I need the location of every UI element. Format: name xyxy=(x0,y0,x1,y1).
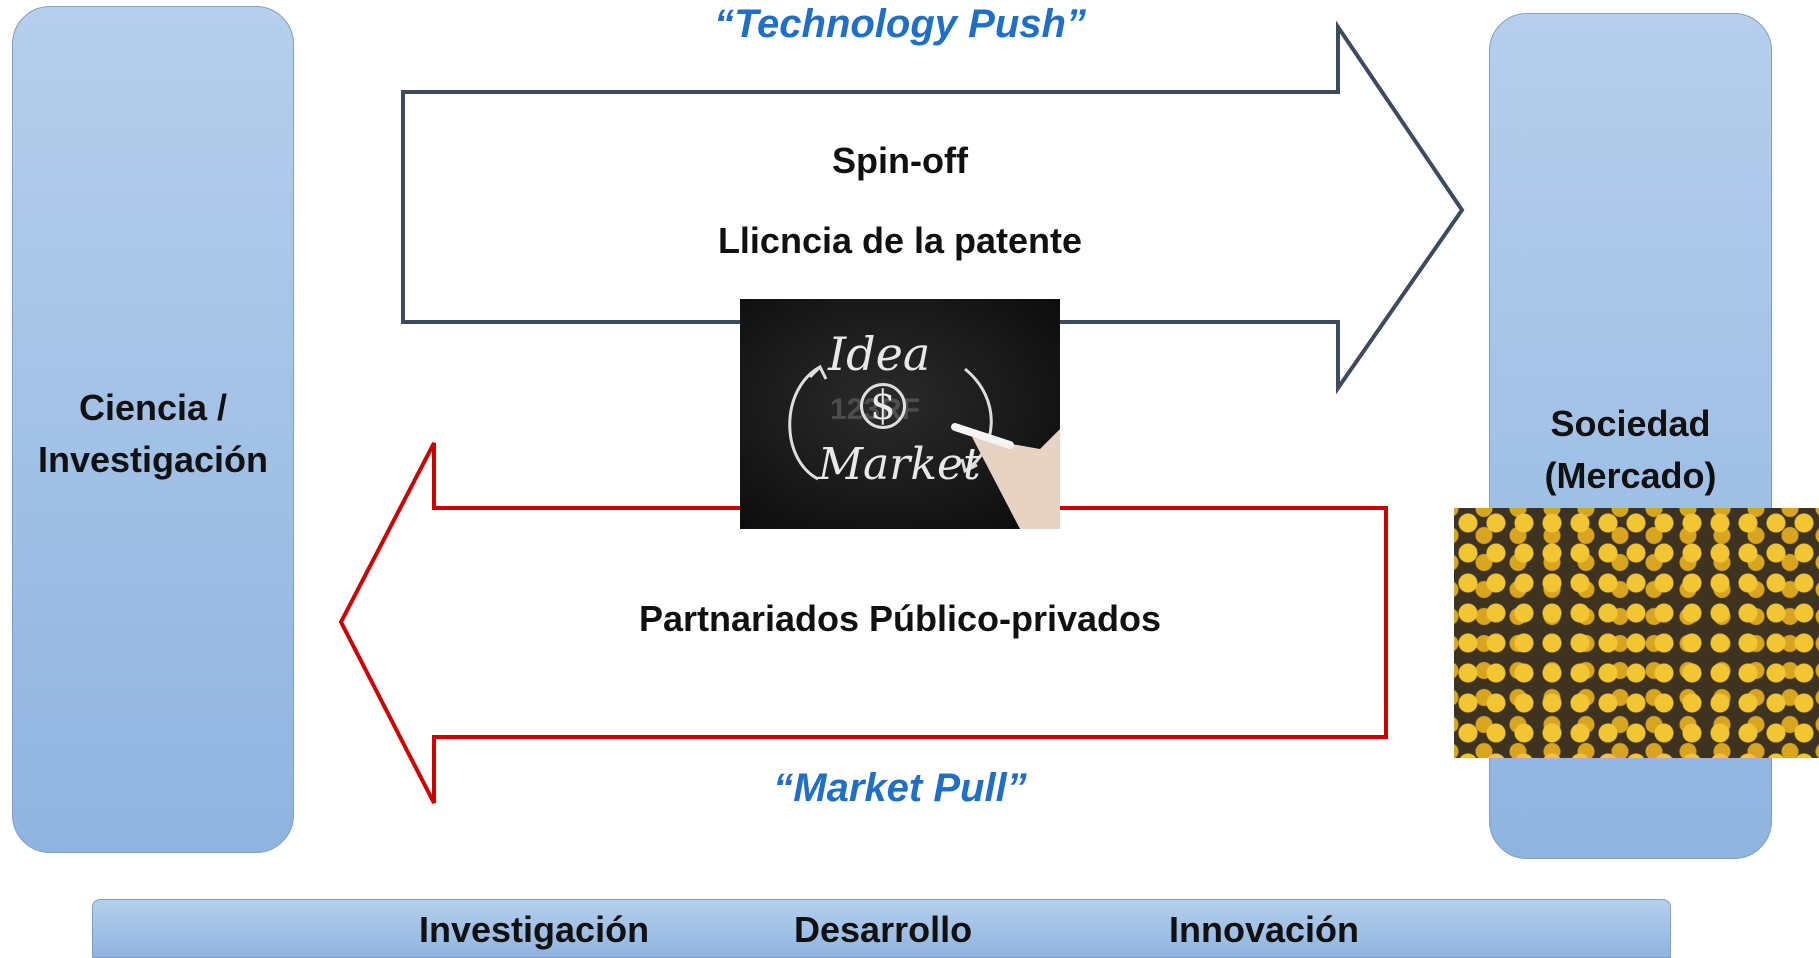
market-pull-title: “Market Pull” xyxy=(773,766,1027,810)
idea-market-chalkboard-image: Idea $ Market 123RF xyxy=(740,299,1060,529)
chalk-cycle-arrows xyxy=(788,364,1060,529)
crowd-of-minions-image xyxy=(1454,508,1819,758)
chalk-market-word: Market xyxy=(818,439,981,490)
stage-innovation: Innovación xyxy=(1169,909,1360,950)
science-research-label: Ciencia / Investigación xyxy=(13,382,293,486)
image-watermark: 123RF xyxy=(830,393,921,426)
stage-development: Desarrollo xyxy=(794,909,973,950)
market-pull-arrow xyxy=(338,442,1388,804)
technology-push-arrow xyxy=(401,20,1465,395)
stage-research: Investigación xyxy=(419,909,650,950)
stages-bar: Investigación Desarrollo Innovación xyxy=(92,899,1671,958)
science-research-pillar: Ciencia / Investigación xyxy=(12,6,294,853)
public-private-partnerships-label: Partnariados Público-privados xyxy=(638,598,1162,639)
research-label-line: Investigación xyxy=(37,439,269,480)
society-label-line: Sociedad xyxy=(1550,403,1711,444)
technology-push-title: “Technology Push” xyxy=(714,2,1086,46)
science-label-line: Ciencia / xyxy=(78,387,228,428)
spin-off-label: Spin-off xyxy=(832,140,968,181)
chalk-dollar-sign: $ xyxy=(860,383,906,429)
patent-license-label: Llicncia de la patente xyxy=(717,220,1083,261)
society-market-label: Sociedad (Mercado) xyxy=(1490,398,1771,502)
market-label-line: (Mercado) xyxy=(1544,455,1717,496)
chalk-idea-word: Idea xyxy=(828,327,931,381)
